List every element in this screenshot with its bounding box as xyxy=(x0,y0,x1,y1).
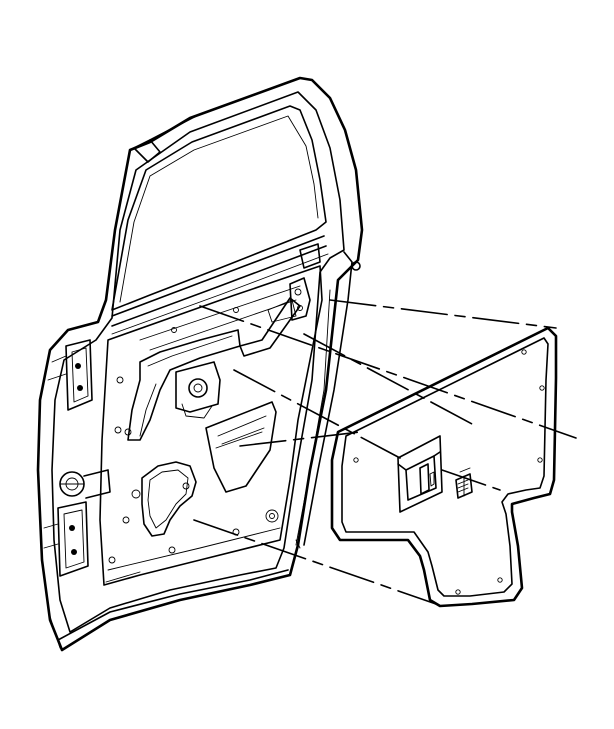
inner-panel-details xyxy=(99,243,361,586)
door-hinge-lower xyxy=(43,501,89,577)
leader-line-3 xyxy=(303,333,473,425)
inner-panel-wiring xyxy=(127,329,241,441)
window-regulator-motor xyxy=(175,361,221,419)
leader-line-1 xyxy=(329,299,557,329)
leader-line-6 xyxy=(193,519,437,605)
leader-line-2 xyxy=(199,305,577,439)
leader-line-4 xyxy=(233,369,401,459)
door-hinge-upper xyxy=(47,339,93,411)
door-check-link xyxy=(59,469,111,499)
wiring-connector xyxy=(455,467,473,499)
leader-line-7 xyxy=(441,469,501,491)
leader-line-5 xyxy=(239,431,361,447)
window-opening xyxy=(111,77,329,335)
water-deflector xyxy=(330,326,558,608)
leader-lines xyxy=(193,299,577,605)
door-frame xyxy=(36,76,364,652)
deflector-switch-pocket xyxy=(397,435,443,513)
access-hole-cover xyxy=(131,461,197,537)
